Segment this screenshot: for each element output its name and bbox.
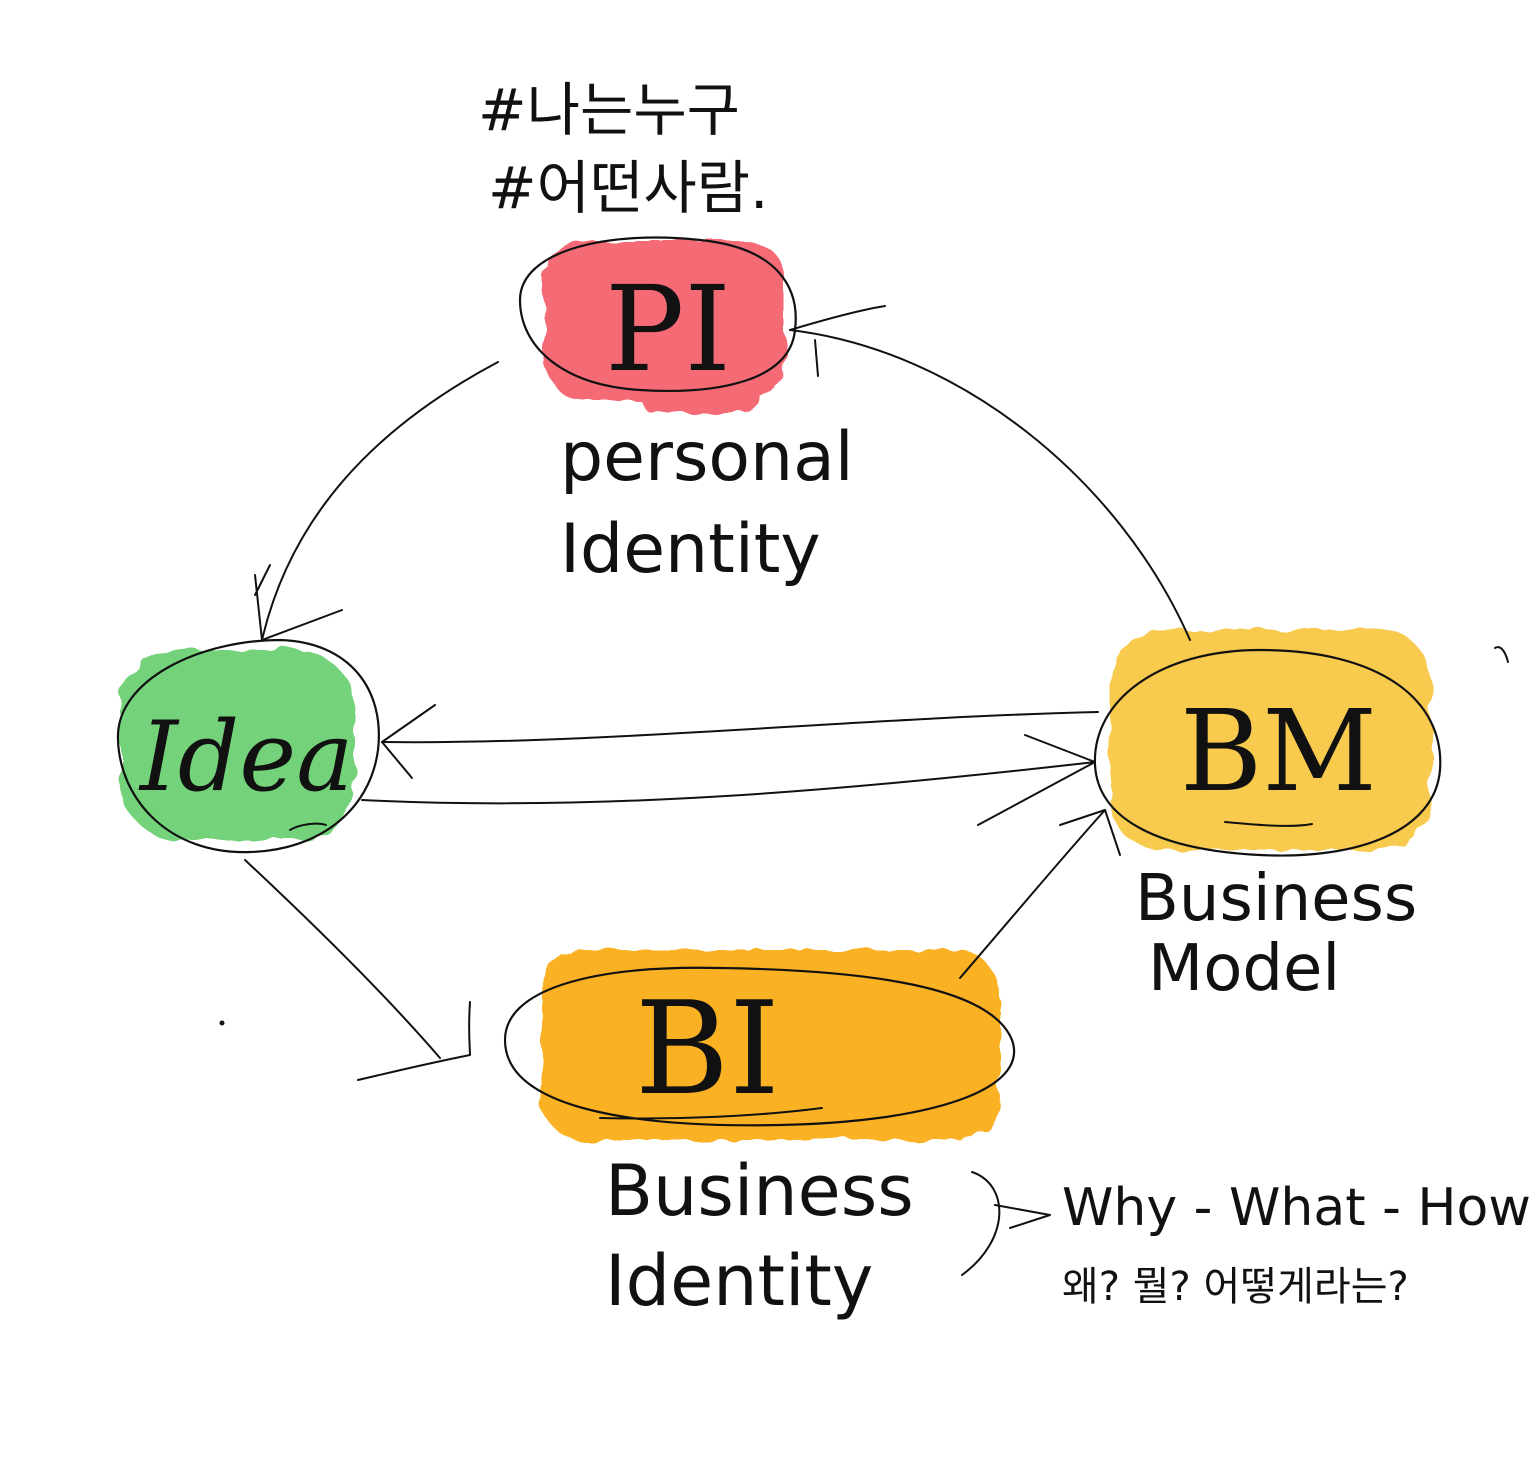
arrow-idea-to-bm xyxy=(361,761,1096,805)
pi-highlight xyxy=(545,240,785,412)
idea-outline xyxy=(116,638,380,854)
top-note-line1: #나는누구 xyxy=(478,76,740,144)
bm-underline xyxy=(1224,821,1313,827)
arrow-pi-to-idea xyxy=(261,361,499,641)
bi-title: BI xyxy=(635,975,780,1124)
annotation-line2: 왜? 뭘? 어떻게라는? xyxy=(1062,1264,1409,1310)
arrowhead-bm-to-idea xyxy=(381,704,436,779)
bm-outline xyxy=(1093,648,1442,857)
arrowhead-bi-to-bm xyxy=(1059,809,1121,856)
idea-highlight xyxy=(120,650,355,840)
annotation-line1: Why - What - How xyxy=(1062,1178,1531,1238)
bm-label-line2: Model xyxy=(1148,932,1340,1006)
bi-label-line2: Identity xyxy=(605,1240,873,1322)
arrowhead-idea-to-bm xyxy=(977,734,1096,826)
arrow-idea-to-bi xyxy=(244,859,441,1059)
bi-label-line1: Business xyxy=(605,1150,914,1232)
bi-underline xyxy=(599,1107,823,1120)
top-note-line2: #어떤사람. xyxy=(488,154,768,222)
arrowhead-bi-to-annotation xyxy=(994,1204,1051,1229)
arrow-bm-to-idea xyxy=(381,711,1099,744)
pi-label-line2: Identity xyxy=(560,510,821,589)
pi-title: PI xyxy=(605,260,731,398)
arrowhead-pi-to-idea xyxy=(254,564,343,641)
bm-title: BM xyxy=(1180,687,1377,817)
idea-title: Idea xyxy=(138,701,353,813)
pi-tick xyxy=(789,305,886,377)
bm-highlight xyxy=(1110,630,1430,850)
line-pi-to-bm xyxy=(789,329,1191,641)
bi-highlight xyxy=(540,950,1000,1140)
idea-underline xyxy=(289,822,327,831)
stray-dot xyxy=(219,1020,225,1026)
stray-mark xyxy=(1494,646,1509,663)
arrowhead-idea-to-bi xyxy=(357,1001,471,1081)
pi-label-line1: personal xyxy=(560,418,854,497)
bm-label-line1: Business xyxy=(1135,862,1417,936)
arrow-bi-to-bm xyxy=(959,809,1106,979)
arrow-bi-to-annotation xyxy=(961,1171,1001,1276)
